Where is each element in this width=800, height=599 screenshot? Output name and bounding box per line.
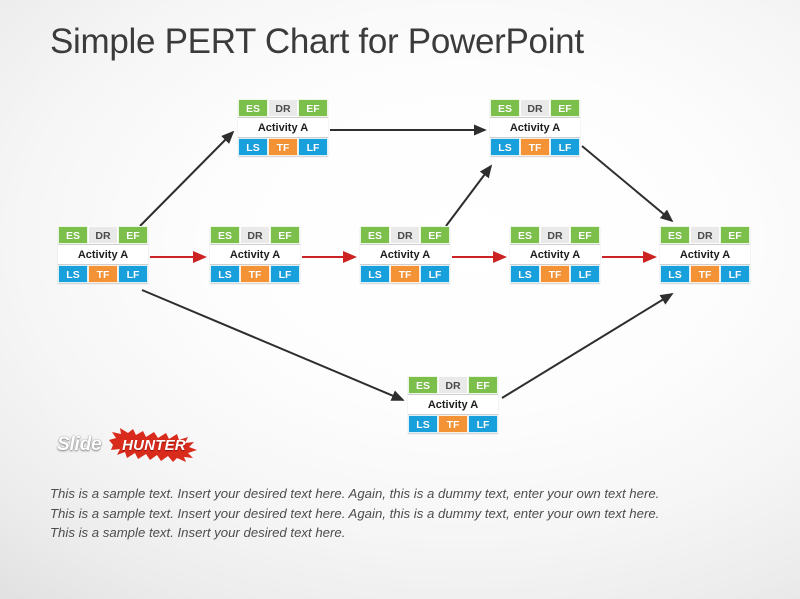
node-cell-ef: EF (550, 99, 580, 117)
node-cell-tf: TF (240, 265, 270, 283)
pert-node-bottom[interactable]: ES DR EF Activity A LS TF LF (408, 376, 498, 433)
logo-word-slide: Slide (57, 434, 102, 455)
node-cell-dr: DR (520, 99, 550, 117)
node-cell-ls: LS (408, 415, 438, 433)
node-cell-tf: TF (390, 265, 420, 283)
node-top-row: ES DR EF (660, 226, 750, 244)
logo-splat-icon (109, 428, 197, 462)
node-cell-tf: TF (520, 138, 550, 156)
slidehunter-logo: Slide HUNTER (57, 428, 197, 464)
node-cell-ls: LS (238, 138, 268, 156)
node-cell-ef: EF (570, 226, 600, 244)
node-cell-es: ES (408, 376, 438, 394)
node-cell-ls: LS (210, 265, 240, 283)
node-cell-es: ES (490, 99, 520, 117)
pert-node-middle-3[interactable]: ES DR EF Activity A LS TF LF (360, 226, 450, 283)
logo-word-hunter: HUNTER (122, 437, 186, 454)
node-activity-label: Activity A (660, 244, 750, 265)
node-activity-label: Activity A (58, 244, 148, 265)
node-cell-ef: EF (468, 376, 498, 394)
edge-top2-to-end (581, 145, 674, 223)
node-bottom-row: LS TF LF (210, 265, 300, 283)
node-cell-es: ES (360, 226, 390, 244)
node-activity-label: Activity A (510, 244, 600, 265)
node-top-row: ES DR EF (58, 226, 148, 244)
edge-m3-to-top2 (445, 164, 493, 227)
node-cell-ls: LS (660, 265, 690, 283)
node-cell-ls: LS (58, 265, 88, 283)
node-activity-label: Activity A (408, 394, 498, 415)
node-cell-tf: TF (540, 265, 570, 283)
node-cell-es: ES (210, 226, 240, 244)
node-cell-ef: EF (720, 226, 750, 244)
pert-node-end[interactable]: ES DR EF Activity A LS TF LF (660, 226, 750, 283)
node-cell-tf: TF (690, 265, 720, 283)
node-top-row: ES DR EF (490, 99, 580, 117)
node-cell-ef: EF (118, 226, 148, 244)
page-title: Simple PERT Chart for PowerPoint (50, 22, 584, 61)
node-cell-lf: LF (570, 265, 600, 283)
node-bottom-row: LS TF LF (490, 138, 580, 156)
node-cell-dr: DR (390, 226, 420, 244)
edge-start-to-top1 (139, 130, 235, 227)
footer-line-3: This is a sample text. Insert your desir… (50, 525, 346, 540)
node-cell-lf: LF (270, 265, 300, 283)
node-cell-dr: DR (540, 226, 570, 244)
node-cell-ef: EF (270, 226, 300, 244)
node-cell-lf: LF (468, 415, 498, 433)
node-bottom-row: LS TF LF (360, 265, 450, 283)
node-activity-label: Activity A (360, 244, 450, 265)
node-cell-dr: DR (88, 226, 118, 244)
node-top-row: ES DR EF (360, 226, 450, 244)
node-activity-label: Activity A (210, 244, 300, 265)
node-bottom-row: LS TF LF (408, 415, 498, 433)
node-cell-es: ES (510, 226, 540, 244)
node-cell-lf: LF (420, 265, 450, 283)
edge-start-to-bottom (141, 289, 405, 401)
node-cell-tf: TF (88, 265, 118, 283)
node-cell-tf: TF (268, 138, 298, 156)
footer-line-2: This is a sample text. Insert your desir… (50, 505, 660, 521)
node-cell-dr: DR (240, 226, 270, 244)
node-bottom-row: LS TF LF (660, 265, 750, 283)
node-top-row: ES DR EF (510, 226, 600, 244)
node-cell-lf: LF (720, 265, 750, 283)
node-cell-tf: TF (438, 415, 468, 433)
pert-node-middle-2[interactable]: ES DR EF Activity A LS TF LF (210, 226, 300, 283)
node-bottom-row: LS TF LF (510, 265, 600, 283)
node-bottom-row: LS TF LF (58, 265, 148, 283)
pert-node-top-1[interactable]: ES DR EF Activity A LS TF LF (238, 99, 328, 156)
pert-node-middle-4[interactable]: ES DR EF Activity A LS TF LF (510, 226, 600, 283)
node-top-row: ES DR EF (408, 376, 498, 394)
node-cell-ls: LS (490, 138, 520, 156)
node-cell-lf: LF (550, 138, 580, 156)
node-cell-es: ES (660, 226, 690, 244)
node-cell-ef: EF (420, 226, 450, 244)
node-cell-ls: LS (360, 265, 390, 283)
node-cell-dr: DR (438, 376, 468, 394)
edge-bottom-to-end (501, 293, 674, 399)
node-cell-dr: DR (268, 99, 298, 117)
node-cell-es: ES (58, 226, 88, 244)
node-cell-ls: LS (510, 265, 540, 283)
node-top-row: ES DR EF (210, 226, 300, 244)
node-activity-label: Activity A (238, 117, 328, 138)
pert-node-start[interactable]: ES DR EF Activity A LS TF LF (58, 226, 148, 283)
node-activity-label: Activity A (490, 117, 580, 138)
pert-node-top-2[interactable]: ES DR EF Activity A LS TF LF (490, 99, 580, 156)
node-cell-dr: DR (690, 226, 720, 244)
node-cell-lf: LF (118, 265, 148, 283)
node-cell-lf: LF (298, 138, 328, 156)
footer-sample-text: This is a sample text. Insert your desir… (50, 484, 768, 543)
node-cell-ef: EF (298, 99, 328, 117)
node-cell-es: ES (238, 99, 268, 117)
node-bottom-row: LS TF LF (238, 138, 328, 156)
node-top-row: ES DR EF (238, 99, 328, 117)
footer-line-1: This is a sample text. Insert your desir… (50, 486, 660, 501)
